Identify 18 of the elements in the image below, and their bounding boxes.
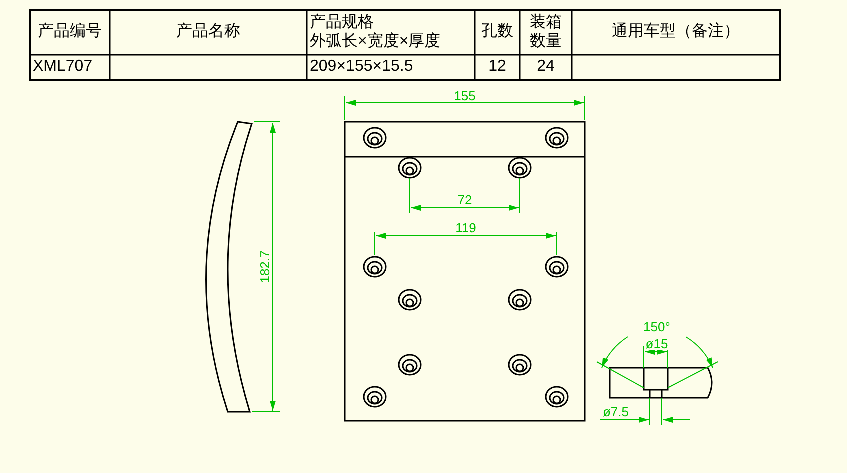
table-cell-text: 24 [537, 58, 555, 77]
dimension-label: 72 [456, 194, 474, 206]
column-header: 孔数 [482, 23, 514, 42]
column-header: 产品名称 [176, 23, 240, 42]
dimension-label: 150° [642, 320, 672, 334]
dimension-label: 155 [453, 90, 477, 102]
dimension-label: 182.7 [258, 250, 272, 284]
column-header: 装箱数量 [529, 14, 563, 51]
column-header: 产品编号 [38, 23, 102, 42]
dimension-label: 119 [454, 222, 478, 234]
table-cell-text: 209×155×15.5 [310, 58, 414, 77]
dimension-label: ø7.5 [602, 406, 630, 418]
table-cell-text: XML707 [33, 58, 93, 77]
table-cell-text: 12 [488, 58, 506, 77]
column-header: 产品规格 [310, 14, 374, 32]
column-header: 外弧长×宽度×厚度 [310, 32, 441, 51]
dimension-label: ø15 [644, 338, 670, 350]
column-header: 通用车型（备注） [612, 23, 740, 42]
